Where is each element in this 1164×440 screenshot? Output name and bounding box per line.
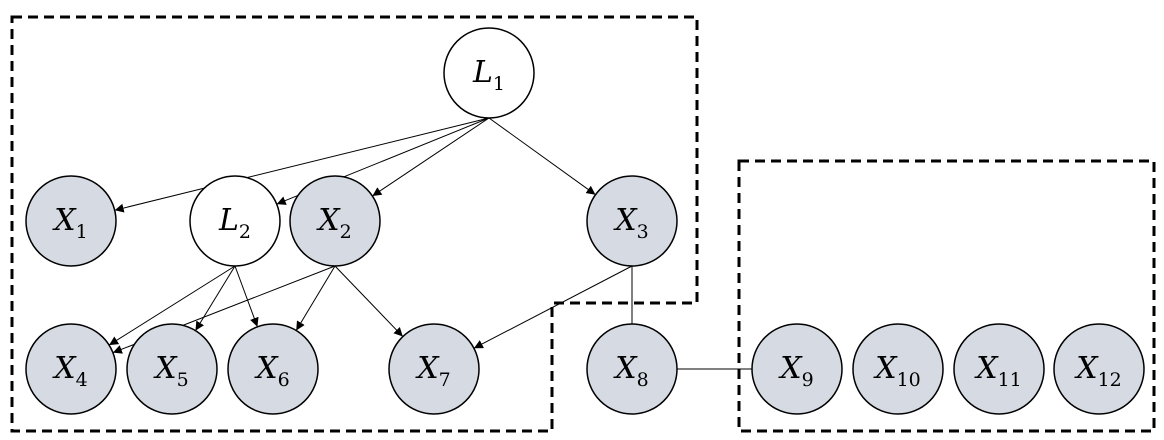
node-l1: L1 [443,27,535,119]
node-l2: L2 [189,175,281,267]
node-x6: X6 [227,323,319,415]
node-label: X3 [613,203,648,243]
edge-L1-X1 [114,117,490,213]
node-label: X10 [873,351,921,391]
node-x3: X3 [586,175,678,267]
node-x7: X7 [388,323,480,415]
node-x10: X10 [852,323,944,415]
node-label: X5 [153,351,188,391]
node-x8: X8 [586,323,678,415]
node-x5: X5 [126,323,218,415]
node-label: X2 [316,203,351,243]
right-group-box [737,159,1156,433]
node-label: X9 [778,351,813,391]
observed-node-circle [25,175,117,267]
latent-node-circle [189,175,281,267]
node-label: X7 [415,351,450,391]
left-group-box [10,15,699,433]
node-x4: X4 [25,323,117,415]
observed-node-circle [25,323,117,415]
edge-L1-X3 [488,117,596,196]
node-label: X11 [974,351,1022,391]
node-x11: X11 [953,323,1045,415]
observed-node-circle [586,175,678,267]
edges-layer [108,117,752,370]
edge-X2-X7 [334,265,404,337]
node-label: X4 [52,351,87,391]
edge-L2-X4 [108,265,236,346]
observed-node-circle [227,323,319,415]
edge-L2-X6 [234,265,259,327]
node-label: L1 [472,55,505,95]
node-x12: X12 [1053,323,1145,415]
observed-node-circle [289,175,381,267]
observed-node-circle [953,323,1045,415]
edge-L2-X5 [195,265,236,331]
edge-L1-X2 [372,117,490,197]
observed-node-circle [388,323,480,415]
latent-node-circle [443,27,535,119]
node-label: L2 [218,203,251,243]
node-x9: X9 [751,323,843,415]
observed-node-circle [126,323,218,415]
node-x1: X1 [25,175,117,267]
edge-X3-X7 [473,265,633,349]
node-label: X1 [52,203,87,243]
groups-layer [10,15,1156,433]
observed-node-circle [1053,323,1145,415]
node-label: X12 [1074,351,1122,391]
observed-node-circle [852,323,944,415]
observed-node-circle [751,323,843,415]
node-x2: X2 [289,175,381,267]
node-label: X6 [254,351,289,391]
observed-node-circle [586,323,678,415]
edge-X2-X6 [295,265,336,331]
node-label: X8 [613,351,648,391]
